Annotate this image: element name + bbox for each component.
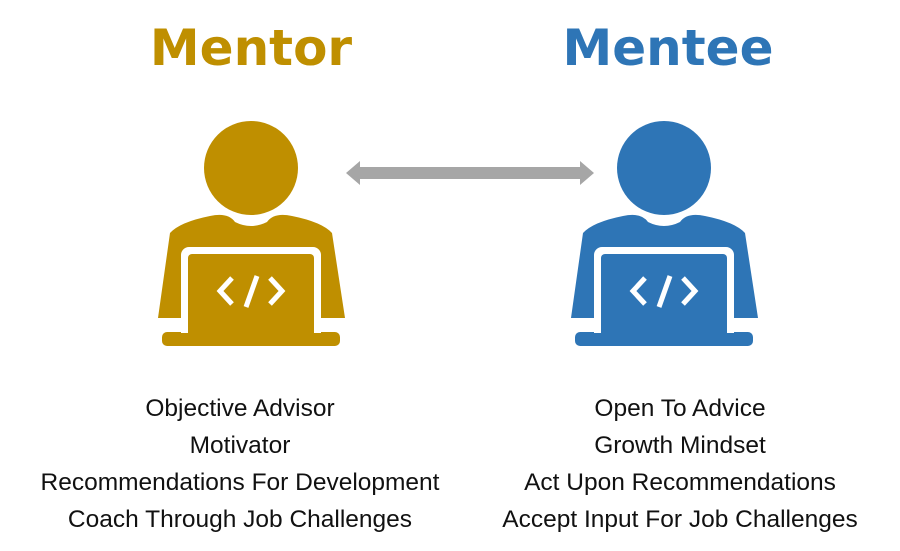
mentee-person-laptop-icon [570,118,800,350]
mentor-trait: Recommendations For Development [40,469,440,496]
mentor-title: Mentor [149,19,353,77]
mentor-trait: Coach Through Job Challenges [67,506,413,533]
mentor-person-laptop-icon [140,118,370,350]
mentee-trait: Act Upon Recommendations [524,469,836,496]
mentee-traits-list: Open To Advice Growth Mindset Act Upon R… [460,390,900,538]
mentee-title: Mentee [562,19,774,77]
double-headed-arrow-icon [340,158,600,188]
mentee-trait: Growth Mindset [594,432,766,459]
mentor-traits-list: Objective Advisor Motivator Recommendati… [0,390,480,538]
mentor-trait: Objective Advisor [145,395,335,422]
mentee-trait: Accept Input For Job Challenges [502,506,858,533]
mentor-trait: Motivator [189,432,291,459]
mentee-trait: Open To Advice [594,395,766,422]
